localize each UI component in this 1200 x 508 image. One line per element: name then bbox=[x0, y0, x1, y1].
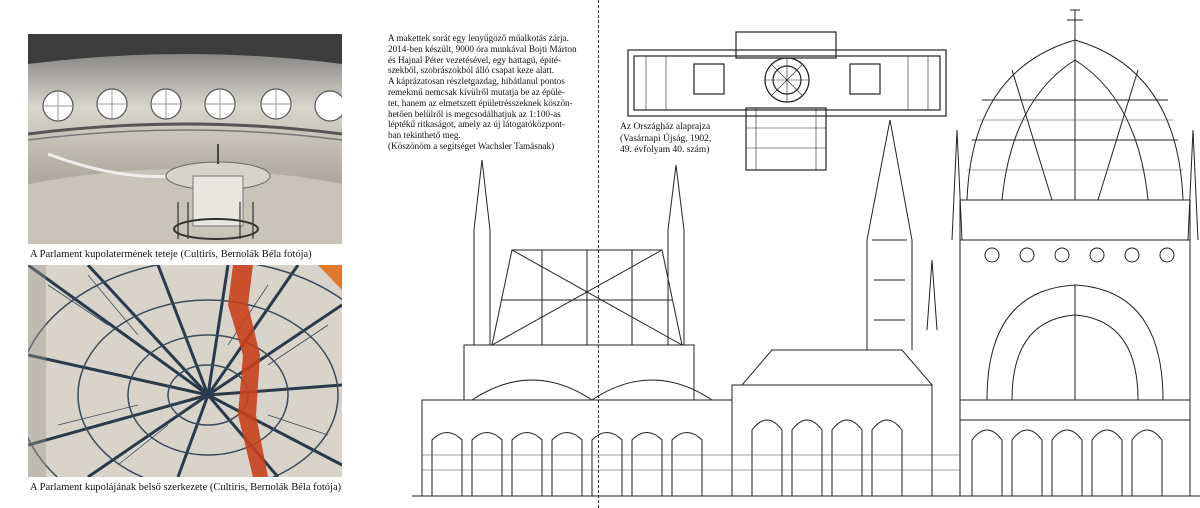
article-line: 2014-ben készült, 9000 óra munkával Bojt… bbox=[388, 43, 577, 54]
floor-plan-caption: Az Országház alaprajza (Vasárnapi Újság,… bbox=[620, 122, 711, 157]
article-line: és Hajnal Péter vezetésével, egy hattagú… bbox=[388, 54, 561, 65]
dome-hall-image bbox=[28, 34, 342, 244]
floor-plan-source: (Vasárnapi Újság, 1902, bbox=[620, 133, 712, 144]
article-credit: (Köszönöm a segítséget Wachsler Tamásnak… bbox=[388, 140, 555, 151]
article-line: szekből, szobrászokból álló csapat keze … bbox=[388, 65, 555, 76]
article-line: léptékű ritkaságot, amely az új látogató… bbox=[388, 119, 566, 130]
dome-structure-image bbox=[28, 265, 342, 477]
dashed-divider bbox=[598, 0, 599, 508]
article-line: remekmű nemcsak kívülről mutatja be az é… bbox=[388, 86, 566, 97]
parliament-floor-plan-drawing bbox=[627, 31, 947, 171]
floor-plan-title: Az Országház alaprajza bbox=[620, 122, 711, 132]
parliament-cross-section-drawing bbox=[412, 9, 1200, 497]
article-line: A makettek sorát egy lenyűgöző műalkotás… bbox=[388, 33, 569, 43]
article-line: tet, hanem az elmetszett épületrésszekne… bbox=[388, 97, 573, 108]
floor-plan-issue: 49. évfolyam 40. szám) bbox=[620, 145, 710, 155]
dome-structure-caption: A Parlament kupolájának belső szerkezete… bbox=[30, 482, 342, 493]
article-line: hetően belülről is megcsodálhatjuk az 1:… bbox=[388, 108, 561, 119]
dome-hall-photo bbox=[28, 34, 342, 244]
dome-hall-caption: A Parlament kupolatermének teteje (Culti… bbox=[30, 249, 312, 260]
article-line: A káprázatosan részletgazdag, hibátlanul… bbox=[388, 76, 565, 87]
article-line: ban tekinthető meg. bbox=[388, 130, 461, 141]
dome-structure-photo bbox=[28, 265, 342, 477]
article-text: A makettek sorát egy lenyűgöző műalkotás… bbox=[388, 33, 588, 152]
